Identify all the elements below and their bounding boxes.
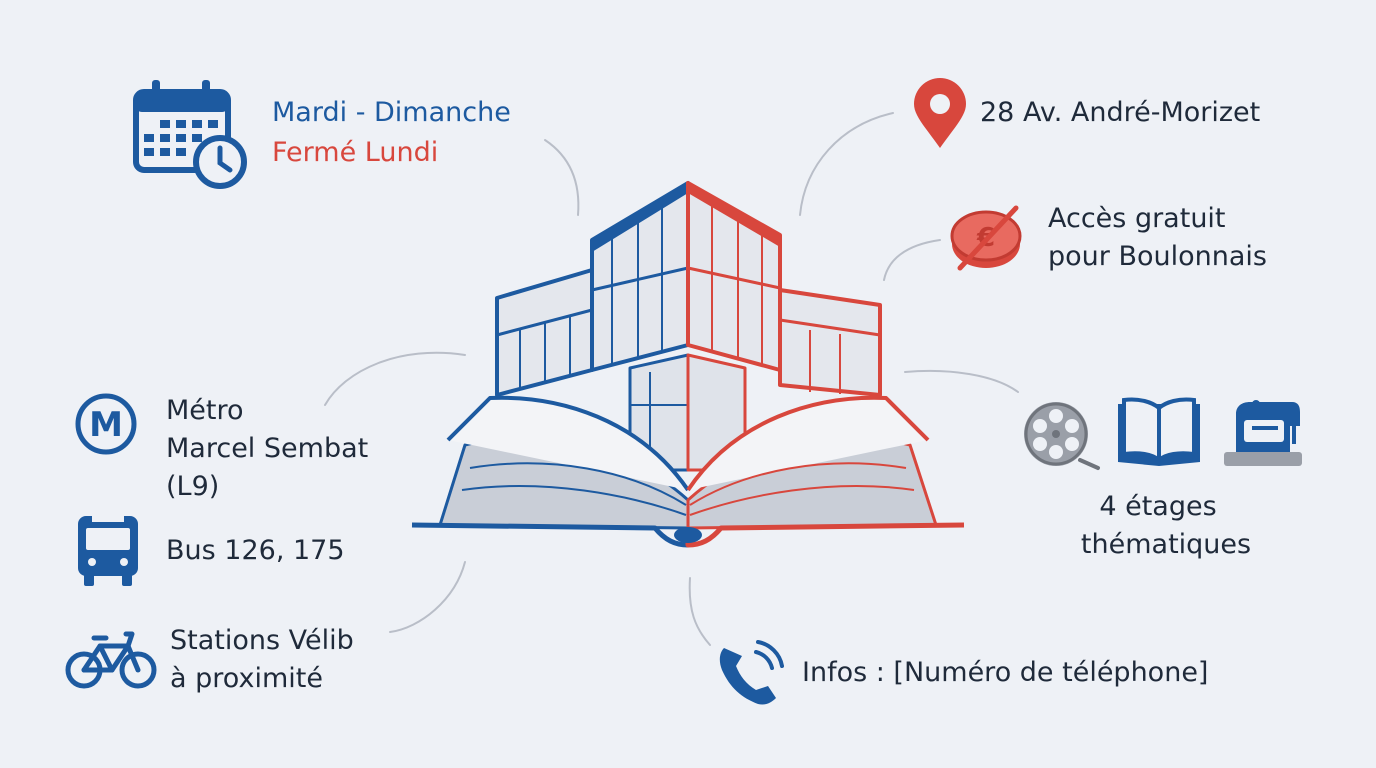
- metro-line2: Marcel Sembat: [166, 433, 369, 464]
- velib-line1: Stations Vélib: [170, 625, 354, 656]
- film-reel-icon: [1024, 402, 1100, 470]
- access-line1: Accès gratuit: [1048, 203, 1226, 234]
- open-book-icon: [1118, 397, 1200, 466]
- open-book: [411, 395, 965, 548]
- phone-icon: [719, 640, 784, 705]
- floors-line1: 4 étages: [1099, 491, 1217, 522]
- metro-line3: (L9): [166, 471, 220, 502]
- bus-icon: [78, 516, 138, 586]
- access-line2: pour Boulonnais: [1048, 241, 1267, 272]
- velib-line2: à proximité: [170, 663, 323, 694]
- building-right: [686, 181, 882, 472]
- address-text: 28 Av. André-Morizet: [980, 97, 1261, 128]
- floors-line2: thématiques: [1080, 529, 1252, 560]
- bus-text: Bus 126, 175: [166, 535, 345, 566]
- metro-icon: M: [75, 393, 137, 455]
- crossed-euro-coin-icon: €: [950, 205, 1022, 271]
- svg-text:M: M: [89, 405, 123, 445]
- schedule-closed: Fermé Lundi: [272, 137, 439, 168]
- sewing-machine-icon: [1224, 400, 1302, 466]
- phone-text: Infos : [Numéro de téléphone]: [802, 657, 1209, 688]
- map-pin-icon: [914, 78, 966, 148]
- metro-line1: Métro: [166, 395, 244, 426]
- schedule-days: Mardi - Dimanche: [272, 97, 511, 128]
- calendar-clock-icon: [133, 80, 247, 189]
- bicycle-icon: [65, 631, 157, 689]
